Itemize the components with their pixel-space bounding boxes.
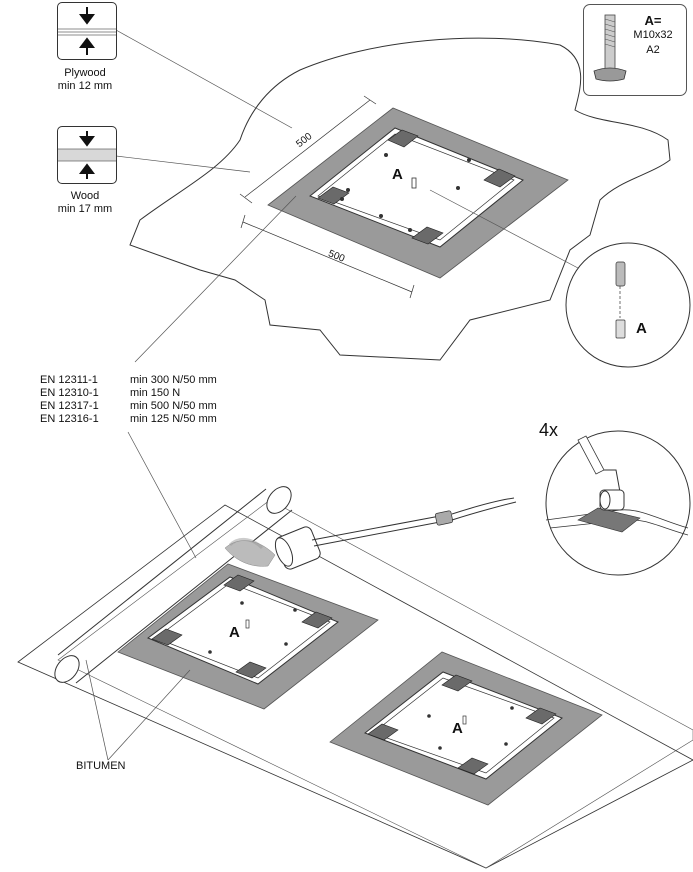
standard-value: min 500 N/50 mm: [130, 400, 217, 412]
wood-name: Wood: [70, 190, 100, 202]
plywood-name: Plywood: [64, 67, 106, 79]
standard-row: EN 12310-1 min 150 N: [40, 387, 217, 400]
standard-value: min 150 N: [130, 387, 181, 399]
plywood-label: Plywood min 12 mm: [40, 67, 130, 93]
standard-code: EN 12310-1: [40, 387, 99, 399]
bolt-grade: A2: [646, 44, 660, 56]
wood-icon: [57, 126, 117, 184]
insert-detail-circle: [565, 242, 691, 368]
roller-icon: [577, 435, 625, 511]
standard-row: EN 12317-1 min 500 N/50 mm: [40, 400, 217, 413]
wood-min: min 17 mm: [57, 203, 113, 215]
part-label-left: A: [229, 624, 240, 641]
standard-row: EN 12311-1 min 300 N/50 mm: [40, 374, 217, 387]
plywood-min: min 12 mm: [57, 80, 113, 92]
bolt-size: M10x32: [633, 29, 673, 41]
roof-surface: [17, 504, 693, 869]
bolt-spec-box: A= M10x32 A2: [583, 4, 687, 96]
standard-value: min 125 N/50 mm: [130, 413, 217, 425]
torch-icon: [224, 497, 517, 570]
bitumen-label: BITUMEN: [76, 760, 126, 772]
base-plate-top: [309, 127, 524, 248]
standards-list: EN 12311-1 min 300 N/50 mm EN 12310-1 mi…: [40, 374, 217, 426]
wood-label: Wood min 17 mm: [40, 190, 130, 216]
standard-row: EN 12316-1 min 125 N/50 mm: [40, 413, 217, 426]
bolt-icon: [593, 14, 627, 82]
part-label-detail: A: [636, 320, 647, 337]
part-label-top: A: [392, 166, 403, 183]
bolt-label: A=: [644, 13, 662, 28]
bitumen-roll-end: [54, 655, 80, 683]
standard-code: EN 12311-1: [40, 374, 98, 386]
count-label: 4x: [539, 420, 559, 440]
standard-value: min 300 N/50 mm: [130, 374, 217, 386]
plywood-icon: [57, 2, 117, 60]
part-label-right: A: [452, 720, 463, 737]
standard-code: EN 12317-1: [40, 400, 99, 412]
bitumen-sheet: [57, 499, 693, 869]
standard-code: EN 12316-1: [40, 413, 99, 425]
